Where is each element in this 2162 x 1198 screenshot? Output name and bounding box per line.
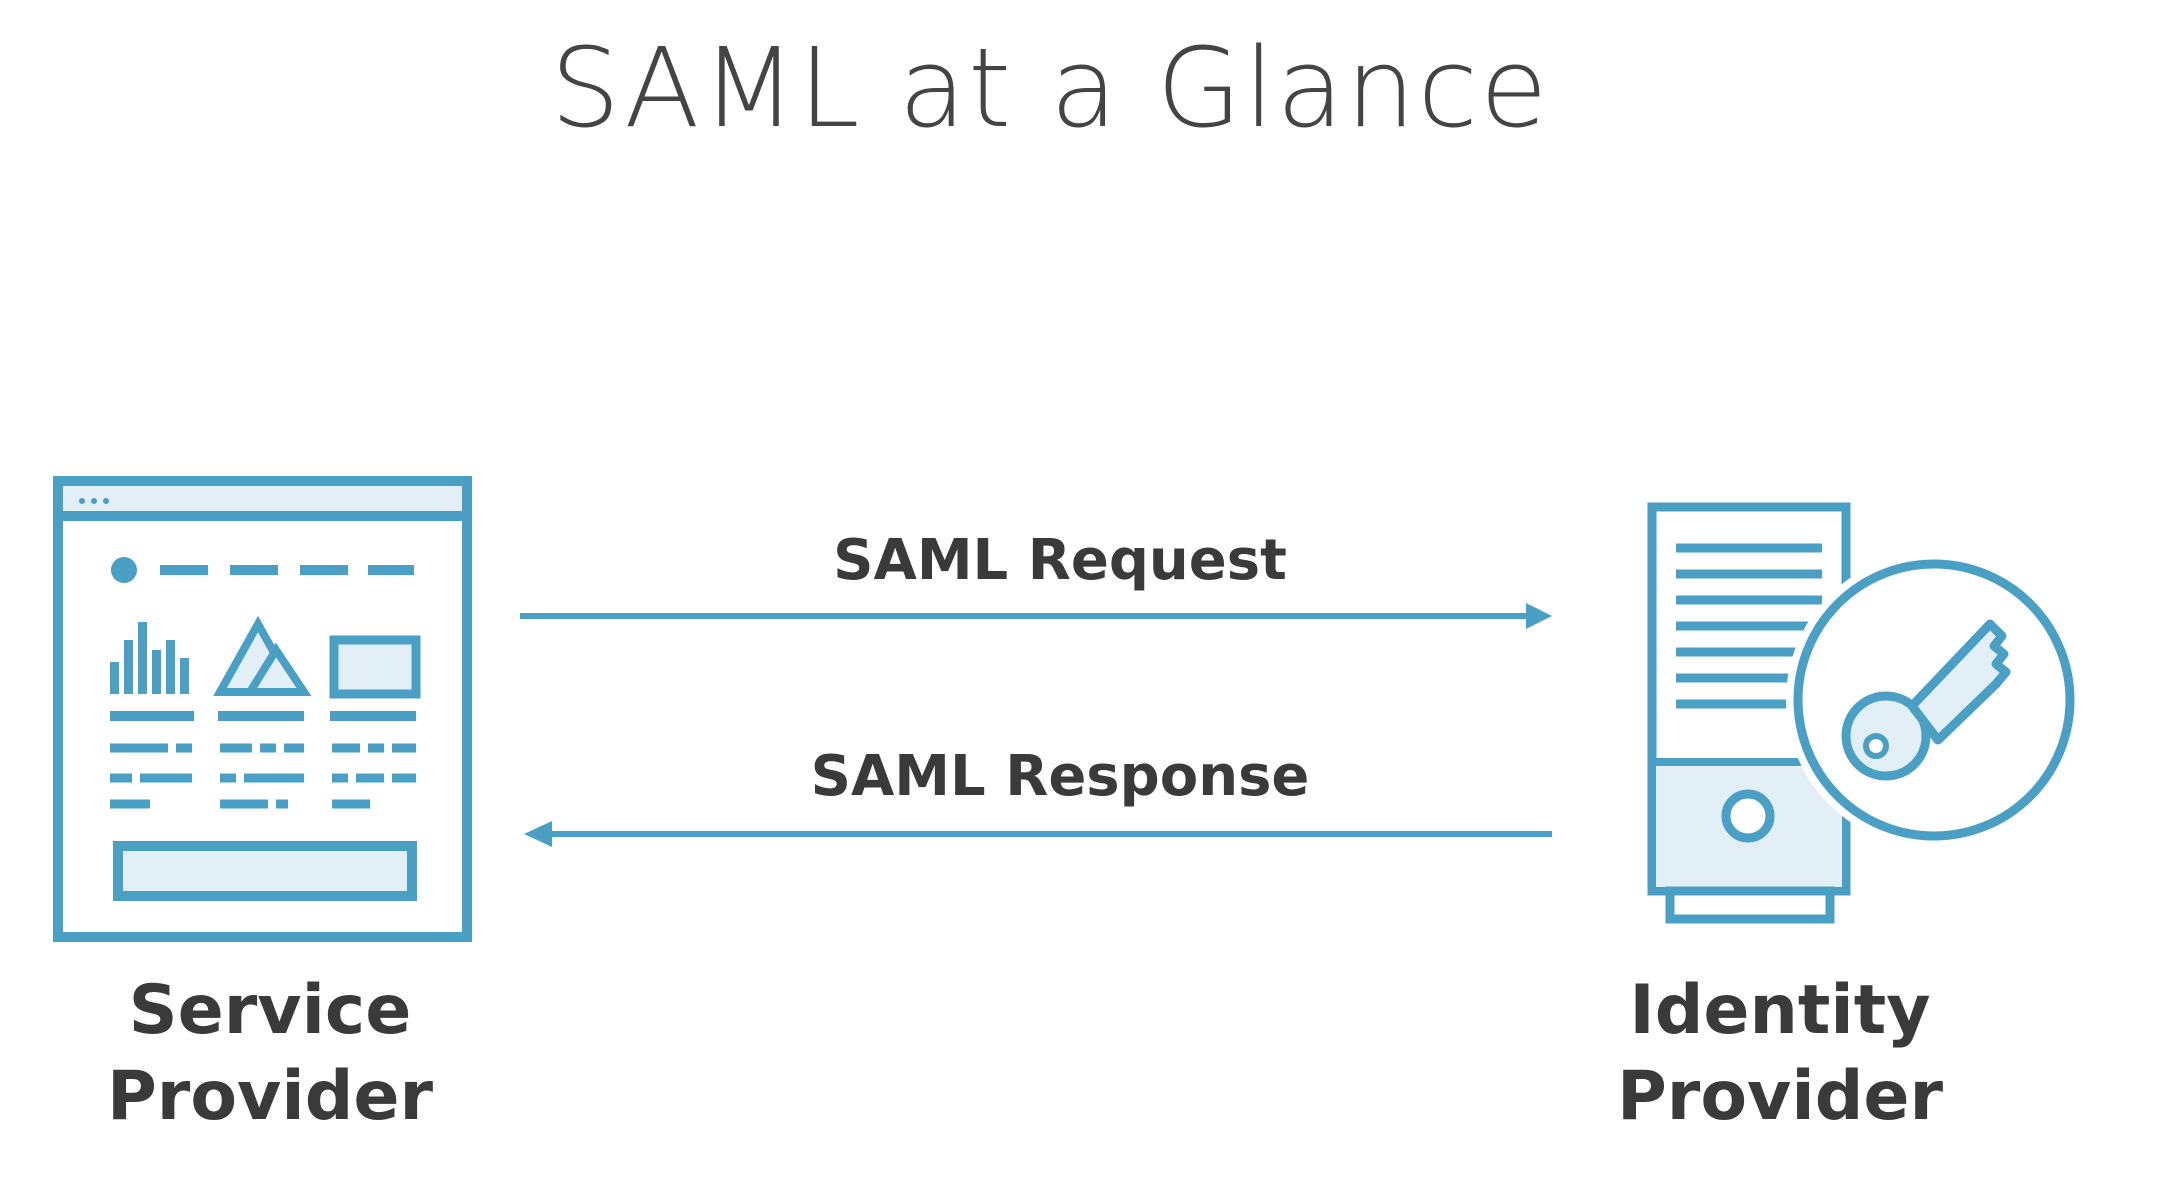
diagram-title: SAML at a Glance xyxy=(550,24,1550,152)
server-key-icon xyxy=(1647,502,2082,924)
identity-provider-label-line1: Identity xyxy=(1629,971,1931,1050)
response-arrow xyxy=(524,821,1552,847)
saml-request-label: SAML Request xyxy=(833,528,1287,593)
identity-provider-label: Identity Provider xyxy=(1580,968,1980,1140)
saml-response-label: SAML Response xyxy=(810,744,1310,809)
identity-provider-label-line2: Provider xyxy=(1616,1057,1944,1136)
request-arrow xyxy=(520,603,1552,629)
service-provider-label-line2: Provider xyxy=(106,1057,434,1136)
web-page-icon xyxy=(53,476,472,942)
service-provider-label-line1: Service xyxy=(128,971,412,1050)
service-provider-label: Service Provider xyxy=(80,968,460,1140)
